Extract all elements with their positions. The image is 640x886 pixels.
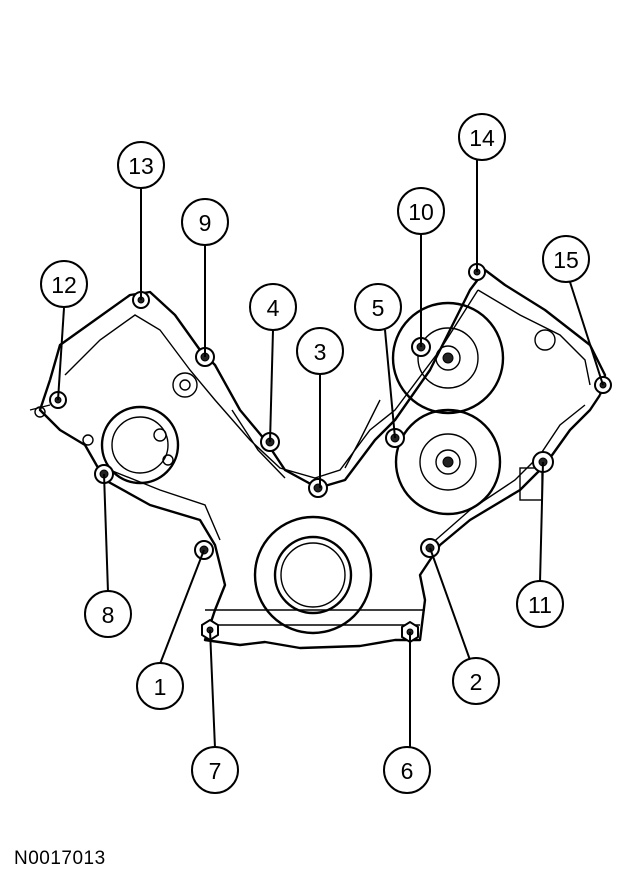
bolt-3	[308, 478, 328, 498]
leader-lines	[57, 160, 604, 749]
svg-text:8: 8	[102, 602, 115, 628]
svg-text:7: 7	[209, 758, 222, 784]
callout-10: 10	[397, 187, 445, 235]
svg-text:11: 11	[528, 592, 552, 618]
svg-text:12: 12	[51, 272, 77, 298]
callout-3: 3	[296, 327, 344, 375]
svg-text:13: 13	[128, 153, 154, 179]
callout-1: 1	[136, 662, 184, 710]
callout-9: 9	[181, 198, 229, 246]
crankshaft-seal	[253, 515, 373, 635]
water-pump-pulley	[82, 405, 180, 485]
callout-5: 5	[354, 283, 402, 331]
svg-text:3: 3	[314, 339, 327, 365]
svg-text:14: 14	[469, 125, 495, 151]
upper-cam-sprocket	[391, 301, 505, 415]
callout-15: 15	[542, 235, 590, 283]
callout-14: 14	[458, 113, 506, 161]
lower-cam-sprocket	[394, 408, 502, 516]
svg-text:15: 15	[553, 247, 579, 273]
svg-text:5: 5	[372, 295, 385, 321]
callout-4: 4	[249, 283, 297, 331]
svg-text:4: 4	[267, 295, 280, 321]
callout-11: 11	[516, 580, 564, 628]
callout-2: 2	[452, 657, 500, 705]
sensor-bracket	[519, 329, 556, 501]
callout-8: 8	[84, 590, 132, 638]
figure-id: N0017013	[14, 848, 106, 869]
svg-text:2: 2	[470, 669, 483, 695]
svg-text:10: 10	[408, 199, 434, 225]
svg-text:9: 9	[199, 210, 212, 236]
svg-text:1: 1	[154, 674, 167, 700]
callout-6: 6	[383, 746, 431, 794]
callout-12: 12	[40, 260, 88, 308]
callout-13: 13	[117, 141, 165, 189]
bolt-12	[29, 391, 67, 418]
callout-7: 7	[191, 746, 239, 794]
tensioner-pulley	[172, 372, 198, 398]
svg-text:6: 6	[401, 758, 414, 784]
